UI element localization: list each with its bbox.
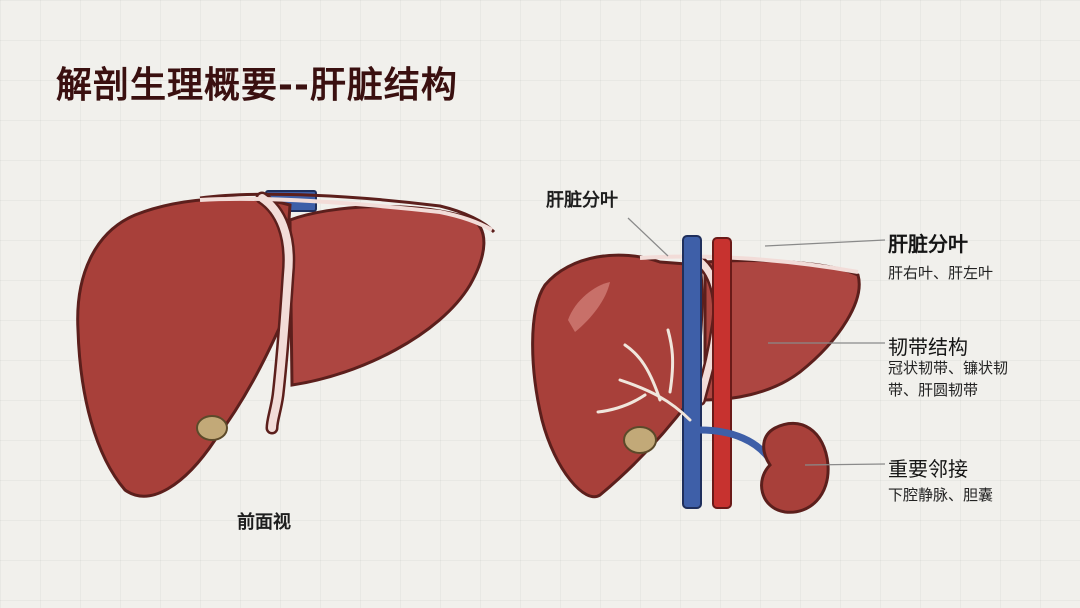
inferior-vena-cava <box>682 235 702 509</box>
callout-ligaments-detail-2: 带、肝圆韧带 <box>888 381 979 399</box>
front-view-caption: 前面视 <box>237 512 291 533</box>
leader-lobes <box>764 239 886 247</box>
front-gallbladder <box>196 415 228 441</box>
callout-ligaments-detail-1: 冠状韧带、镰状韧 <box>888 359 1009 377</box>
front-view-liver <box>76 190 496 498</box>
lobes-right-lobe <box>531 253 704 499</box>
lobes-liver <box>531 235 861 514</box>
callout-adjacency-heading: 重要邻接 <box>888 457 968 481</box>
callout-ligaments-heading: 韧带结构 <box>888 335 968 359</box>
callout-lobes-detail: 肝右叶、肝左叶 <box>888 264 994 282</box>
callout-lobes-heading: 肝脏分叶 <box>888 232 968 256</box>
leader-lines <box>627 217 886 466</box>
front-left-lobe <box>288 205 486 387</box>
front-right-lobe <box>76 196 292 498</box>
front-coronary-ligament <box>199 196 493 232</box>
leader-top-label <box>627 217 669 257</box>
lobes-gallbladder <box>623 426 657 454</box>
hepatic-vessel-branches <box>596 328 692 422</box>
front-top-edge <box>199 192 496 234</box>
lobes-top-label: 肝脏分叶 <box>546 190 618 211</box>
adjacent-organ <box>760 421 830 514</box>
aorta <box>712 237 732 509</box>
callout-adjacency-detail: 下腔静脉、胆囊 <box>888 486 994 504</box>
page-title: 解剖生理概要--肝脏结构 <box>56 65 458 106</box>
leader-adjacency <box>804 463 886 466</box>
